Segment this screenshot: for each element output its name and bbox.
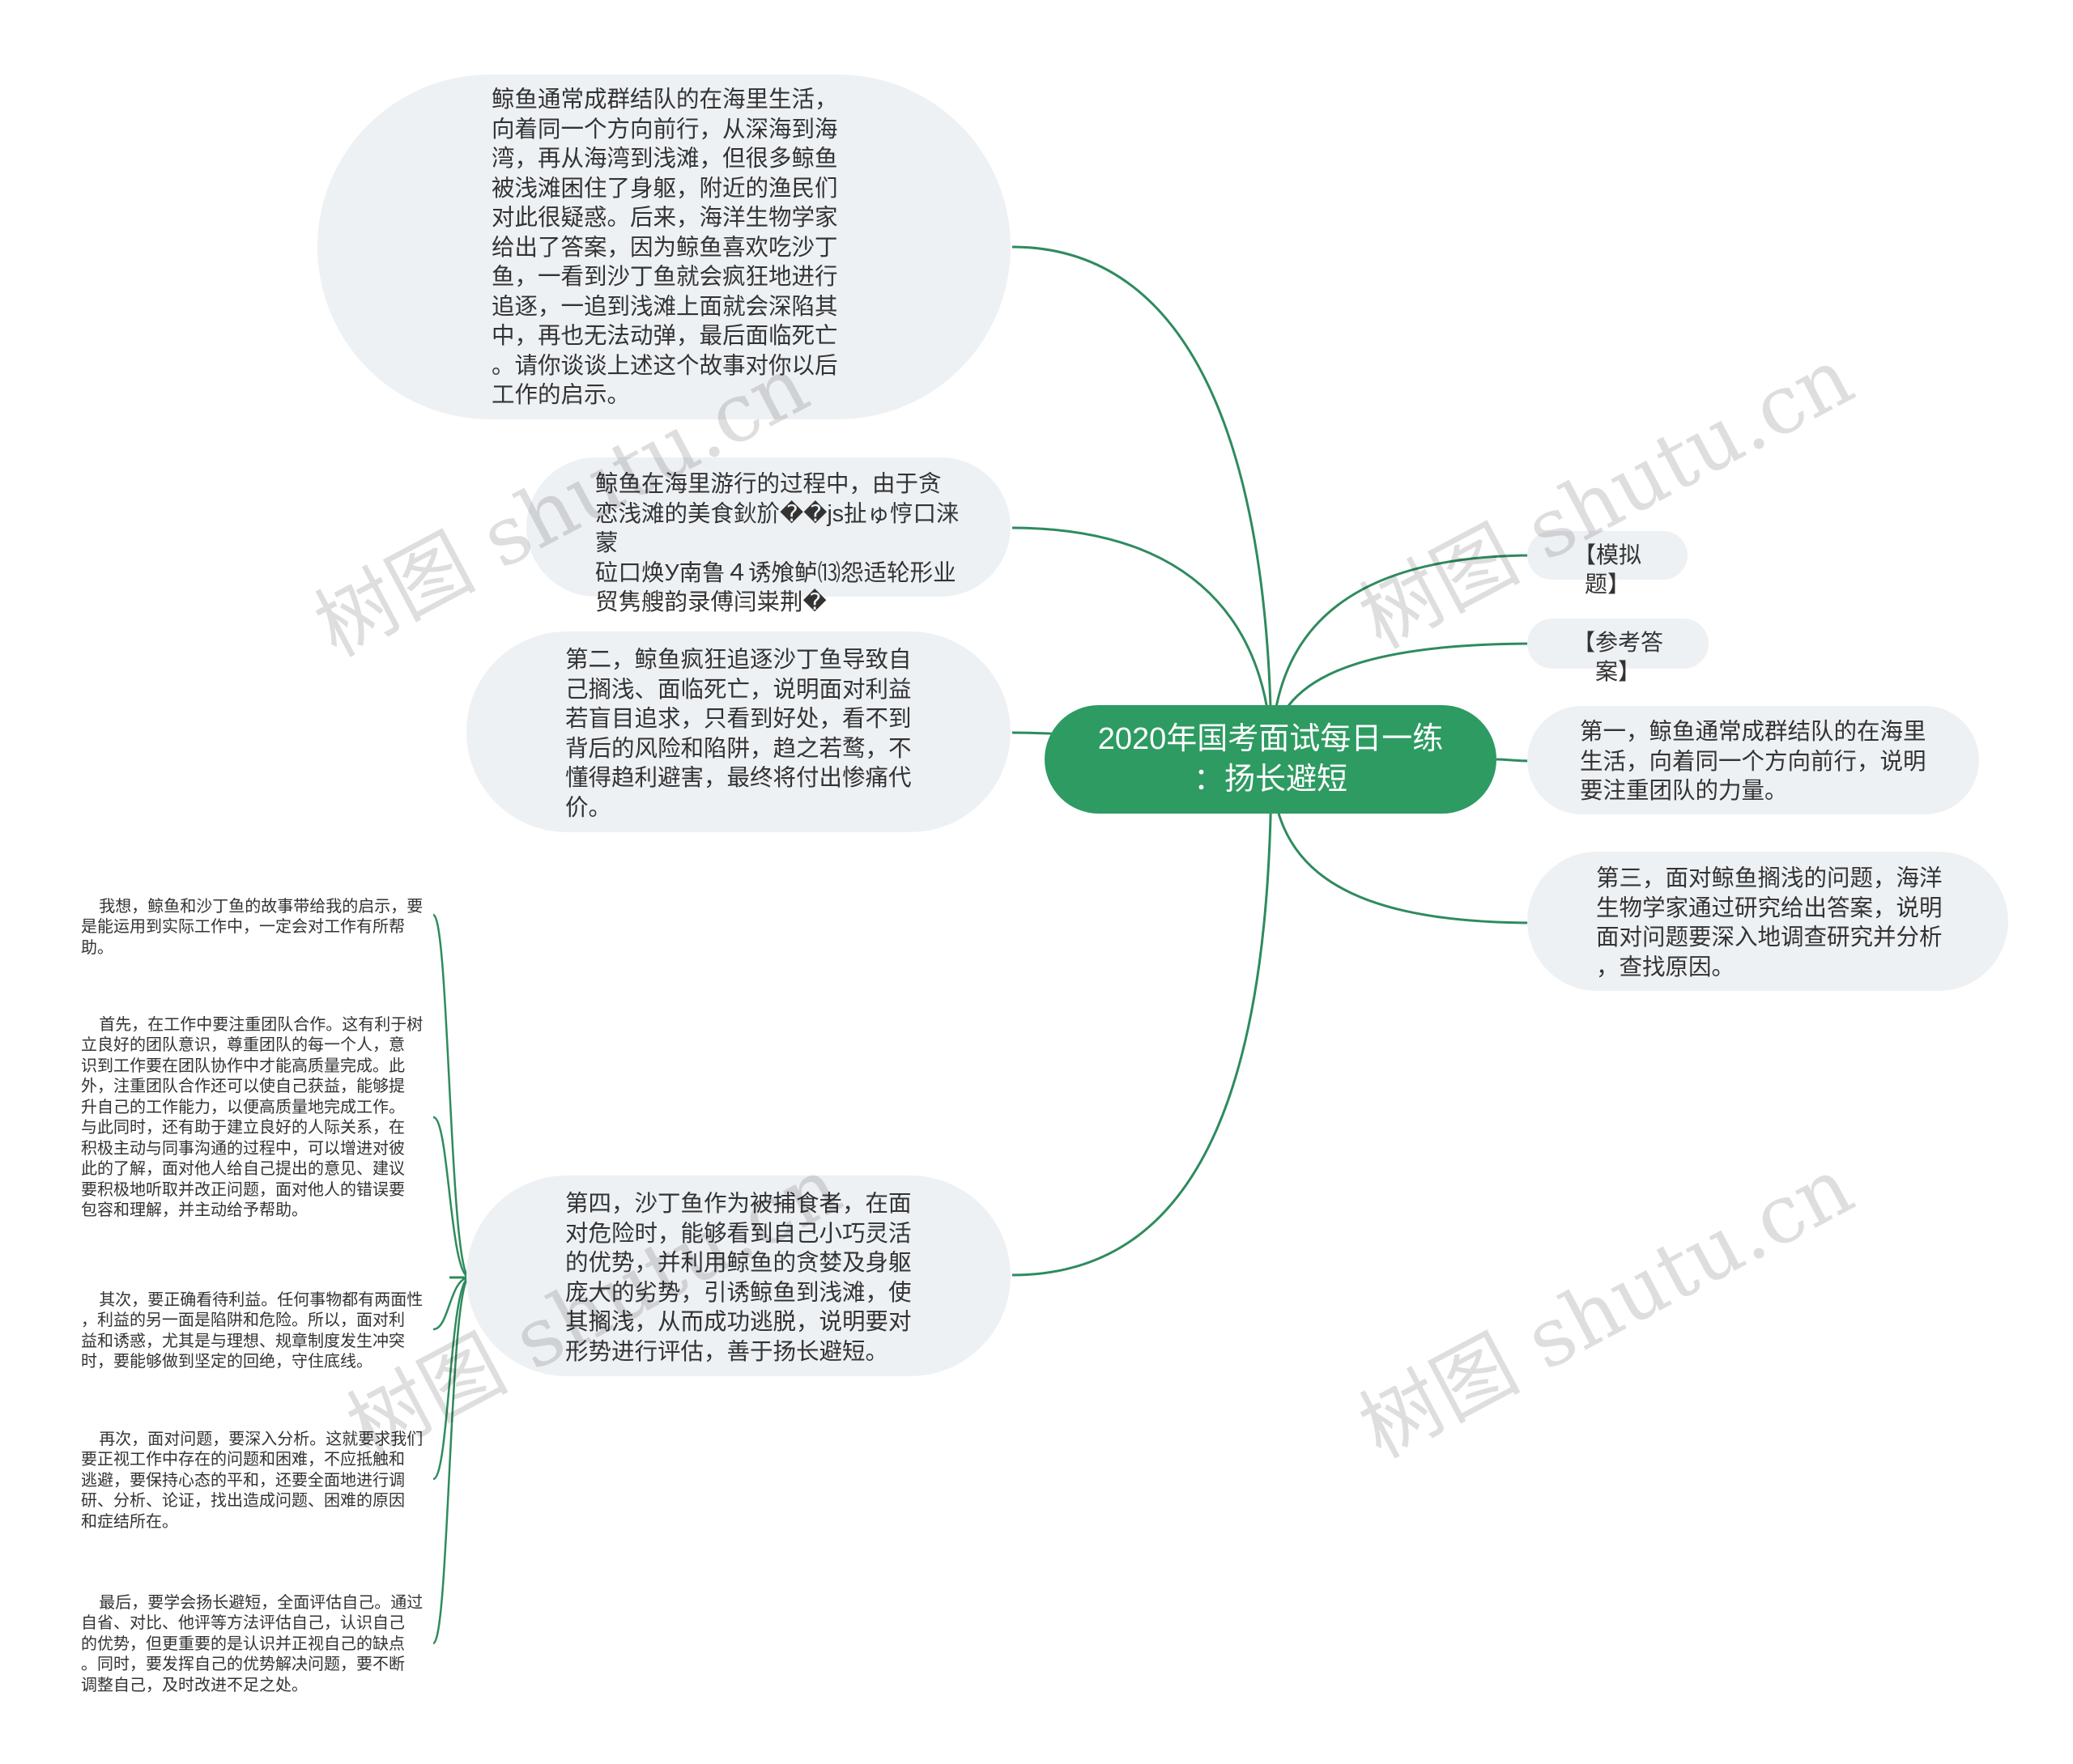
- node-third-text: 第三，面对鲸鱼搁浅的问题，海洋 生物学家通过研究给出答案，说明 面对问题要深入地…: [1596, 865, 1943, 980]
- subnode-interest-text: 其次，要正确看待利益。任何事物都有两面性 ，利益的另一面是陷阱和危险。所以，面对…: [81, 1290, 424, 1371]
- node-second-text: 第二，鲸鱼疯狂追逐沙丁鱼导致自 己搁浅、面临死亡，说明面对利益 若盲目追求，只看…: [565, 647, 912, 821]
- node-question-text: 鲸鱼通常成群结队的在海里生活， 向着同一个方向前行，从深海到海 湾，再从海湾到浅…: [492, 87, 838, 408]
- node-fourth-text: 第四，沙丁鱼作为被捕食者，在面 对危险时，能够看到自己小巧灵活 的优势，并利用鲸…: [565, 1191, 912, 1365]
- subnode-analysis[interactable]: 再次，面对问题，要深入分析。这就要求我们 要正视工作中存在的问题和困难，不应抵触…: [81, 1409, 437, 1554]
- node-answer[interactable]: 【参考答案】: [1527, 618, 1709, 684]
- edge-sub-team: [432, 1116, 470, 1279]
- central-topic[interactable]: 2020年国考面试每日一练 ：扬长避短: [1045, 705, 1496, 814]
- edge-question: [1011, 245, 1273, 760]
- subnode-analysis-text: 再次，面对问题，要深入分析。这就要求我们 要正视工作中存在的问题和困难，不应抵触…: [81, 1430, 424, 1531]
- edge-sub-strength: [432, 1276, 471, 1645]
- node-garbled[interactable]: 鲸鱼在海里游行的过程中，由于贪 恋浅滩的美食鈥斺��js扯ゅ悙口涞蒙 砬口焕У南…: [526, 457, 1011, 615]
- node-first-text: 第一，鲸鱼通常成群结队的在海里 生活，向着同一个方向前行，说明 要注重团队的力量…: [1580, 719, 1926, 804]
- subnode-interest[interactable]: 其次，要正确看待利益。任何事物都有两面性 ，利益的另一面是陷阱和危险。所以，面对…: [81, 1269, 437, 1393]
- node-mock-text: 【模拟题】: [1573, 542, 1641, 597]
- edge-sub-interest: [432, 1276, 470, 1331]
- edge-fourth: [1011, 759, 1273, 1277]
- node-second[interactable]: 第二，鲸鱼疯狂追逐沙丁鱼导致自 己搁浅、面临死亡，说明面对利益 若盲目追求，只看…: [466, 631, 1011, 832]
- node-fourth[interactable]: 第四，沙丁鱼作为被捕食者，在面 对危险时，能够看到自己小巧灵活 的优势，并利用鲸…: [466, 1175, 1011, 1376]
- subnode-strength-text: 最后，要学会扬长避短，全面评估自己。通过 自省、对比、他评等方法评估自己，认识自…: [81, 1593, 424, 1694]
- subnode-team-text: 首先，在工作中要注重团队合作。这有利于树 立良好的团队意识，尊重团队的每一个人，…: [81, 1015, 424, 1220]
- node-question[interactable]: 鲸鱼通常成群结队的在海里生活， 向着同一个方向前行，从深海到海 湾，再从海湾到浅…: [317, 74, 1011, 419]
- node-garbled-text: 鲸鱼在海里游行的过程中，由于贪 恋浅滩的美食鈥斺��js扯ゅ悙口涞蒙 砬口焕У南…: [595, 471, 960, 615]
- node-mock[interactable]: 【模拟题】: [1527, 531, 1688, 597]
- subnode-team[interactable]: 首先，在工作中要注重团队合作。这有利于树 立良好的团队意识，尊重团队的每一个人，…: [81, 994, 437, 1242]
- node-answer-text: 【参考答案】: [1572, 630, 1663, 684]
- subnode-intro-text: 我想，鲸鱼和沙丁鱼的故事带给我的启示，要 是能运用到实际工作中，一定会对工作有所…: [81, 897, 424, 957]
- node-third[interactable]: 第三，面对鲸鱼搁浅的问题，海洋 生物学家通过研究给出答案，说明 面对问题要深入地…: [1527, 852, 2008, 991]
- subnode-strength[interactable]: 最后，要学会扬长避短，全面评估自己。通过 自省、对比、他评等方法评估自己，认识自…: [81, 1572, 437, 1717]
- edge-sub-analysis: [432, 1276, 470, 1481]
- edge-sub-intro: [432, 913, 471, 1279]
- subnode-intro[interactable]: 我想，鲸鱼和沙丁鱼的故事带给我的启示，要 是能运用到实际工作中，一定会对工作有所…: [81, 876, 437, 980]
- node-first[interactable]: 第一，鲸鱼通常成群结队的在海里 生活，向着同一个方向前行，说明 要注重团队的力量…: [1527, 706, 1979, 814]
- central-topic-label: 2020年国考面试每日一练 ：扬长避短: [1097, 722, 1444, 797]
